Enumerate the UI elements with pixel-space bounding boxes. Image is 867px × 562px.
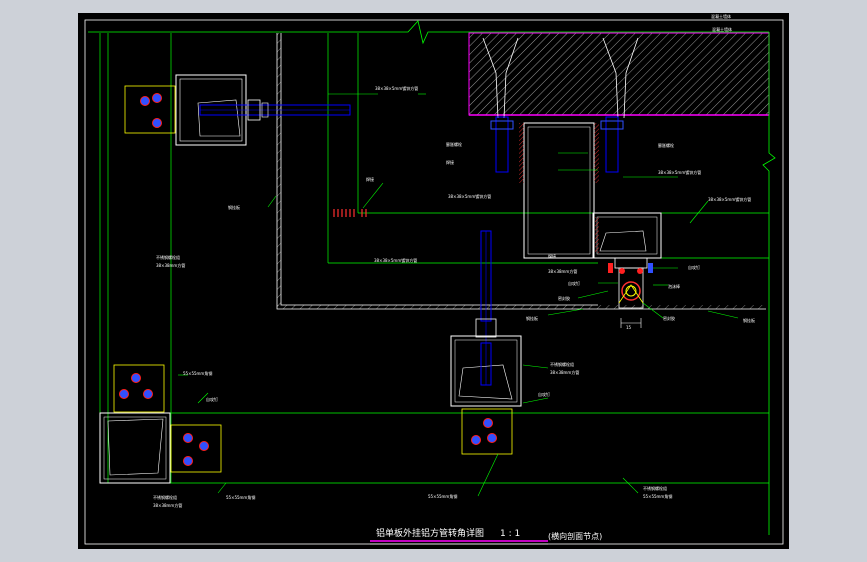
aluminum-panel	[276, 33, 766, 310]
label-tube-c: 38×38×5mm镀锌方管	[374, 257, 417, 263]
label-tube-d: 38×38×5mm镀锌方管	[658, 169, 701, 175]
cad-drawing-canvas: 38×38×5mm镀锌方管 混凝土墙体 混凝土墙体 膨胀螺栓 焊接 38×38×…	[78, 13, 789, 549]
vertical-bolt	[475, 230, 497, 385]
label-sealant: 密封胶	[663, 315, 675, 321]
bracket-top-left	[124, 74, 247, 146]
label-steel-plate-2: 钢挂板	[526, 315, 538, 321]
label-tube-e: 38×38×5mm镀锌方管	[708, 196, 751, 202]
label-dim-15: 15	[626, 325, 632, 330]
label-weld: 焊接	[446, 159, 454, 165]
label-self-tap-3: 自攻钉	[206, 396, 218, 402]
label-steel-plate-3: 钢挂板	[743, 317, 755, 323]
anchor-bolts	[482, 37, 639, 173]
label-self-tap-4: 自攻钉	[538, 391, 550, 397]
weld-marks	[333, 209, 367, 217]
guide-lines	[99, 33, 769, 484]
label-angle-c: 55×55mm角钢	[428, 493, 457, 499]
drawing-subtitle: (横向剖面节点)	[548, 531, 602, 541]
label-anchor-bolt: 膨胀螺栓	[446, 141, 462, 147]
drawing-title: 铝单板外挂铝方管转角详图	[376, 527, 484, 539]
leader-lines	[178, 93, 739, 497]
label-concrete: 混凝土墙体	[711, 13, 731, 19]
label-weld-2: 焊接	[366, 176, 374, 182]
label-tube-i: 38×38mm方管	[153, 502, 182, 508]
label-stainless-c: 不锈钢螺栓组	[153, 494, 177, 500]
title-underline	[370, 540, 548, 545]
bracket-right-corner	[592, 212, 662, 259]
bracket-bottom-left	[99, 364, 222, 484]
detail-drawing: 38×38×5mm镀锌方管 混凝土墙体 混凝土墙体 膨胀螺栓 焊接 38×38×…	[84, 13, 784, 545]
label-stainless-d: 不锈钢螺栓组	[643, 485, 667, 491]
horizontal-bolt	[199, 99, 351, 121]
label-sealant-top: 密封胶	[558, 295, 570, 301]
sealant-joint	[608, 257, 653, 328]
label-self-tap: 自攻钉	[688, 264, 700, 270]
label-stainless-a: 不锈钢螺栓组	[156, 254, 180, 260]
label-angle-d: 55×55mm角钢	[643, 493, 672, 499]
break-line-top	[88, 20, 769, 45]
central-tube	[519, 122, 599, 259]
label-tube-g: 38×38mm方管	[156, 262, 185, 268]
label-self-tap-2: 自攻钉	[568, 280, 580, 286]
label-angle-a: 55×55mm角钢	[183, 370, 212, 376]
label-foam: 泡沫棒	[668, 283, 680, 289]
label-tube-b: 38×38×5mm镀锌方管	[448, 193, 491, 199]
label-steel-plate: 钢挂板	[228, 204, 240, 210]
label-tube-a: 38×38×5mm镀锌方管	[375, 85, 418, 91]
concrete-wall	[468, 32, 770, 116]
drawing-scale: 1 : 1	[500, 529, 520, 539]
label-tube-f: 38×38mm方管	[548, 268, 577, 274]
label-stainless-b: 不锈钢螺栓组	[550, 361, 574, 367]
bracket-bottom-center	[450, 335, 522, 455]
label-angle-b: 55×55mm角钢	[226, 494, 255, 500]
break-line-right	[762, 32, 776, 535]
label-concrete-mark: 混凝土墙体	[712, 26, 732, 32]
label-anchor-bolt-2: 膨胀螺栓	[658, 142, 674, 148]
label-weld-3: 焊接	[548, 253, 556, 259]
label-tube-h: 38×38mm方管	[550, 369, 579, 375]
